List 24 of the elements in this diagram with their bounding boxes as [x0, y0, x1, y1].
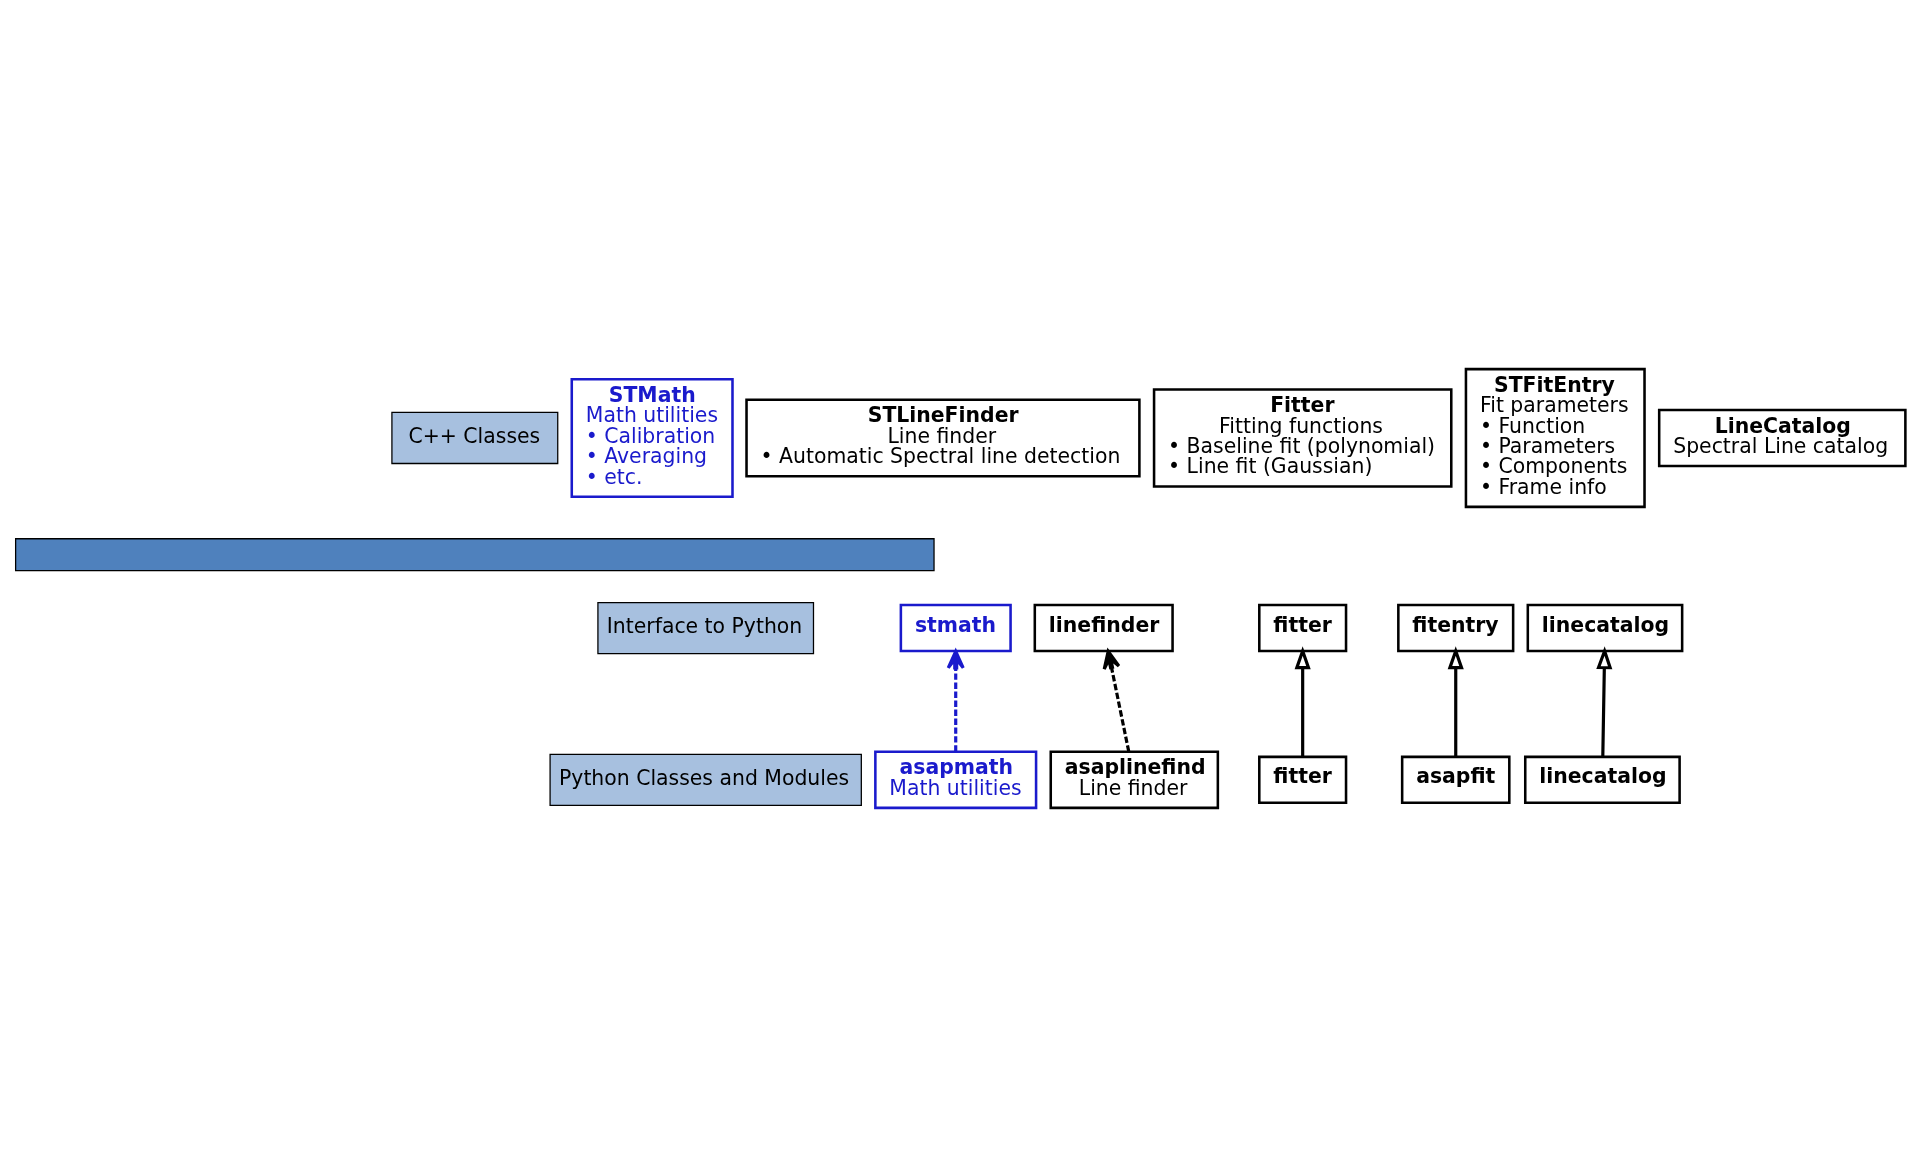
node-box: Interface to Python	[596, 601, 814, 654]
node-box: LineCatalog Spectral Line catalog	[1657, 408, 1907, 467]
arrow	[946, 649, 965, 752]
node-box: linecatalog	[1523, 755, 1681, 804]
node-box: STFitEntry Fit parameters • Function • Parameters • Components • Frame info	[1464, 367, 1646, 508]
node-box: STMath Math utilities • Calibration • Averaging • etc.	[570, 377, 734, 498]
node-box: fitter	[1257, 603, 1347, 652]
node-box: asaplinefind Line finder	[1048, 750, 1219, 809]
node-box: linecatalog	[1526, 603, 1683, 652]
node-box: fitter	[1257, 755, 1347, 804]
node-box: Python Classes and Modules	[548, 753, 862, 806]
node-box: fitentry	[1396, 603, 1514, 652]
node-box: asapfit	[1400, 755, 1511, 804]
arrow	[1595, 645, 1612, 757]
arrow	[1102, 649, 1130, 752]
node-bar	[14, 537, 935, 571]
node-box: linefinder	[1033, 603, 1174, 652]
node-box: C++ Classes	[390, 411, 558, 464]
node-box: stmath	[899, 603, 1012, 652]
arrow	[1294, 645, 1311, 757]
arrow	[1447, 645, 1464, 757]
node-box: asapmath Math utilities	[873, 750, 1037, 809]
node-box: STLineFinder Line finder • Automatic Spectral line detection	[744, 397, 1141, 478]
node-box: Fitter Fitting functions • Baseline fit (polynomial) • Line fit (Gaussian)	[1152, 387, 1453, 488]
